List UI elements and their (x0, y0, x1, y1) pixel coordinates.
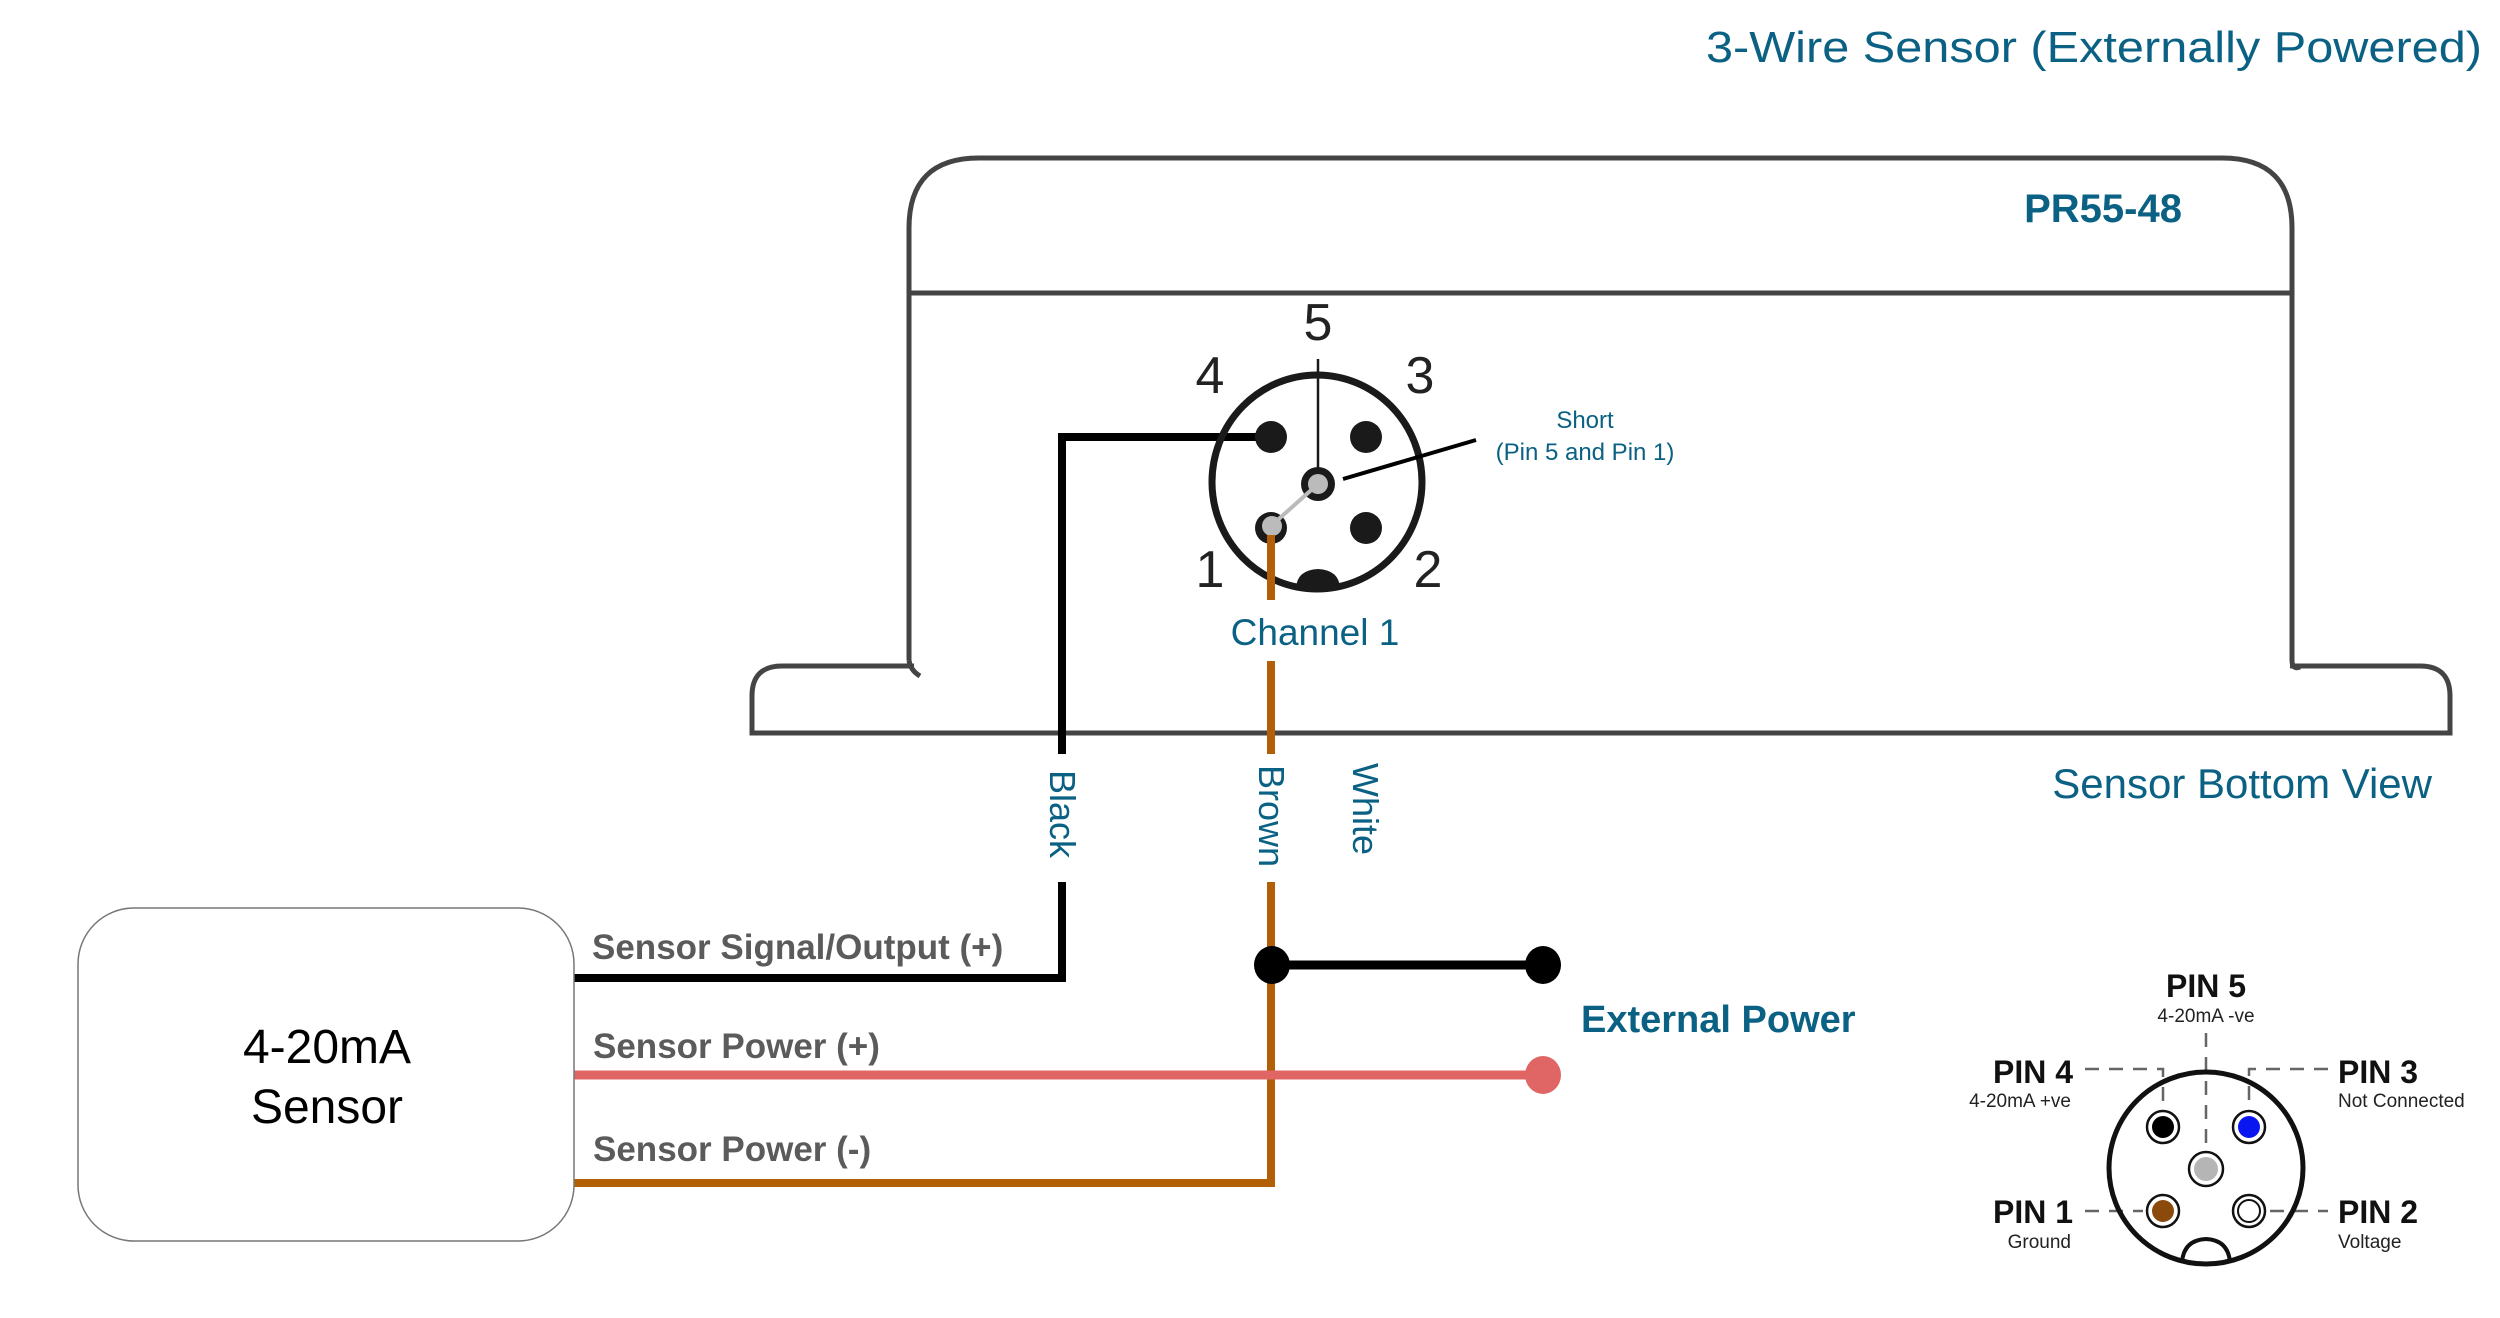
pin-number-2: 2 (1414, 541, 1443, 599)
legend-pin1-desc: Ground (2008, 1232, 2071, 1253)
diagram-title: 3-Wire Sensor (Externally Powered) (1706, 23, 2482, 72)
device-model-label: PR55-48 (2024, 187, 2182, 231)
legend-pin-2-inner (2237, 1199, 2261, 1223)
pin-2 (1350, 512, 1382, 544)
pin-number-5: 5 (1304, 294, 1333, 352)
short-jumper (1270, 482, 1320, 527)
external-power-positive-terminal (1525, 1056, 1561, 1094)
wire-brown (574, 528, 1275, 1187)
legend-pin4-desc: 4-20mA +ve (1969, 1091, 2071, 1112)
power-positive-label: Sensor Power (+) (593, 1027, 880, 1066)
signal-output-label: Sensor Signal/Output (+) (592, 928, 1003, 967)
legend-pin-4-fill (2152, 1116, 2174, 1138)
connector-key-notch (1296, 569, 1340, 588)
external-power-negative-link (1254, 946, 1561, 984)
wire-label-black: Black (1042, 770, 1083, 859)
pin3-leader (2247, 1067, 2328, 1108)
wire-label-brown: Brown (1251, 765, 1292, 867)
external-power-negative-terminal (1525, 946, 1561, 984)
short-note-detail: (Pin 5 and Pin 1) (1496, 439, 1675, 466)
pin-number-4: 4 (1196, 347, 1225, 405)
external-power-label: External Power (1581, 999, 1856, 1041)
wire-red-power (574, 1056, 1561, 1094)
legend-pin4-name: PIN 4 (1993, 1054, 2073, 1090)
pin-5-contact (1308, 474, 1328, 494)
pinout-legend: PIN 5 4-20mA -ve PIN 4 4-20mA +ve PIN 3 … (1969, 968, 2465, 1267)
housing-flange (749, 663, 2453, 736)
pin-4 (1255, 421, 1287, 453)
wire-label-white: White (1345, 763, 1386, 855)
legend-pin2-desc: Voltage (2338, 1232, 2401, 1253)
legend-pin-1-fill (2152, 1200, 2174, 1222)
short-note-leader (1342, 438, 1477, 481)
legend-pin1-name: PIN 1 (1993, 1194, 2073, 1230)
legend-pin-5-fill (2194, 1157, 2218, 1181)
housing-body-left-flare (906, 659, 922, 679)
sensor-box-outline (77, 907, 575, 1242)
channel-label: Channel 1 (1231, 612, 1400, 653)
legend-key-notch (2180, 1236, 2232, 1263)
sensor-name-label: Sensor (251, 1081, 403, 1134)
brown-wire-stub (1267, 535, 1275, 600)
legend-pin3-desc: Not Connected (2338, 1091, 2465, 1112)
legend-connector-outline (2106, 1069, 2306, 1267)
junction-dot (1254, 946, 1290, 984)
legend-pin2-name: PIN 2 (2338, 1194, 2418, 1230)
pin-number-3: 3 (1406, 347, 1435, 405)
device-housing (749, 155, 2453, 736)
legend-pin3-name: PIN 3 (2338, 1054, 2418, 1090)
sensor-type-label: 4-20mA (243, 1021, 411, 1074)
pin-number-1: 1 (1196, 541, 1225, 599)
pin-1-contact (1262, 516, 1282, 536)
legend-pin-3-fill (2238, 1116, 2260, 1138)
m12-connector: 5 4 3 1 2 (1196, 294, 1477, 600)
sensor-bottom-view-label: Sensor Bottom View (2052, 760, 2432, 807)
short-note-title: Short (1556, 407, 1614, 434)
pin4-leader (2085, 1067, 2165, 1108)
legend-pin5-desc: 4-20mA -ve (2157, 1006, 2254, 1027)
sensor-box: 4-20mA Sensor (77, 907, 575, 1242)
power-negative-label: Sensor Power (-) (593, 1130, 871, 1169)
wire-black-signal (574, 433, 1268, 982)
pin-3 (1350, 421, 1382, 453)
legend-pin5-name: PIN 5 (2166, 968, 2246, 1004)
